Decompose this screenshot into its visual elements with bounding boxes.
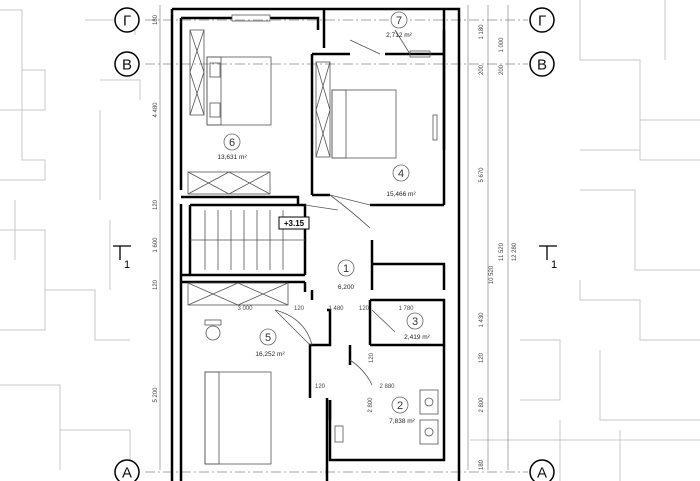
building-walls [170, 7, 461, 481]
svg-text:2,712 m²: 2,712 m² [386, 32, 412, 39]
svg-text:В: В [537, 57, 547, 74]
svg-text:120: 120 [294, 306, 305, 312]
svg-text:2,419 m²: 2,419 m² [404, 334, 430, 341]
svg-text:1: 1 [551, 259, 557, 271]
svg-text:5: 5 [265, 332, 271, 344]
svg-text:200: 200 [499, 64, 505, 75]
svg-text:В: В [122, 57, 132, 74]
axis-marker-a-right: А [529, 459, 555, 481]
svg-text:6,200: 6,200 [338, 284, 355, 291]
svg-text:2 800: 2 800 [368, 397, 374, 413]
svg-text:А: А [537, 465, 547, 481]
room-4-label: 4 15,466 m² [386, 164, 416, 198]
svg-text:120: 120 [479, 352, 485, 363]
svg-text:1 000: 1 000 [499, 37, 505, 53]
svg-text:10 520: 10 520 [489, 265, 495, 284]
svg-text:1 600: 1 600 [153, 237, 159, 253]
dimensions-inner: 3 000 120 1 480 120 1 780 2 880 120 2 80… [237, 306, 414, 413]
svg-text:1: 1 [343, 263, 349, 275]
room-3-label: 3 2,419 m² [404, 312, 431, 341]
svg-text:120: 120 [153, 279, 159, 290]
svg-text:3 000: 3 000 [237, 306, 253, 312]
svg-text:3: 3 [412, 316, 418, 328]
svg-text:1 430: 1 430 [479, 312, 485, 328]
dimensions-right: 1 180 1 000 200 200 5 670 1 430 120 2 80… [479, 24, 518, 470]
svg-text:120: 120 [153, 199, 159, 210]
svg-text:Г: Г [538, 13, 546, 30]
svg-text:1 780: 1 780 [398, 306, 414, 312]
svg-text:7: 7 [396, 15, 402, 27]
dimensions-left: 180 4 480 120 1 600 120 5 200 [153, 14, 159, 402]
svg-text:1 480: 1 480 [328, 306, 344, 312]
svg-text:120: 120 [369, 352, 375, 363]
room-7-label: 7 2,712 m² [386, 11, 413, 39]
room-2-label: 2 7,838 m² [389, 396, 416, 425]
svg-text:5 200: 5 200 [153, 387, 159, 403]
svg-text:7,838 m²: 7,838 m² [389, 418, 415, 425]
svg-text:12 280: 12 280 [512, 242, 518, 261]
svg-text:+3.15: +3.15 [284, 219, 305, 228]
axis-marker-a-left: А [114, 459, 140, 481]
room-1-label: 1 6,200 [337, 259, 355, 291]
svg-text:6: 6 [229, 137, 235, 149]
svg-text:2 880: 2 880 [379, 384, 395, 390]
svg-text:120: 120 [315, 384, 326, 390]
axis-marker-g-left: Г [114, 7, 140, 33]
room-5-label: 5 16,252 m² [255, 328, 285, 358]
svg-text:1 180: 1 180 [479, 24, 485, 40]
svg-text:2 800: 2 800 [479, 397, 485, 413]
svg-text:180: 180 [153, 14, 159, 25]
svg-text:4 480: 4 480 [153, 102, 159, 118]
svg-text:А: А [122, 465, 132, 481]
svg-text:11 520: 11 520 [499, 242, 505, 261]
interior-linework [187, 14, 439, 465]
svg-text:120: 120 [359, 306, 370, 312]
svg-text:15,466 m²: 15,466 m² [386, 191, 416, 198]
axis-marker-v-right: В [529, 51, 555, 77]
room-6-label: 6 13,631 m² [217, 133, 247, 161]
svg-text:2: 2 [397, 400, 403, 412]
svg-text:16,252 m²: 16,252 m² [255, 351, 285, 358]
svg-text:1: 1 [124, 259, 130, 271]
svg-text:180: 180 [479, 459, 485, 470]
section-mark-left: 1 [113, 245, 131, 271]
svg-text:Г: Г [123, 13, 131, 30]
axis-marker-v-left: В [114, 51, 140, 77]
section-mark-right: 1 [539, 245, 557, 271]
svg-text:4: 4 [398, 168, 404, 180]
svg-text:5 670: 5 670 [479, 167, 485, 183]
elevation-mark: +3.15 [278, 216, 310, 230]
axis-marker-g-right: Г [529, 7, 555, 33]
axis-lines [145, 19, 528, 473]
dimension-lines [159, 5, 509, 470]
svg-text:13,631 m²: 13,631 m² [217, 154, 247, 161]
svg-text:200: 200 [479, 64, 485, 75]
